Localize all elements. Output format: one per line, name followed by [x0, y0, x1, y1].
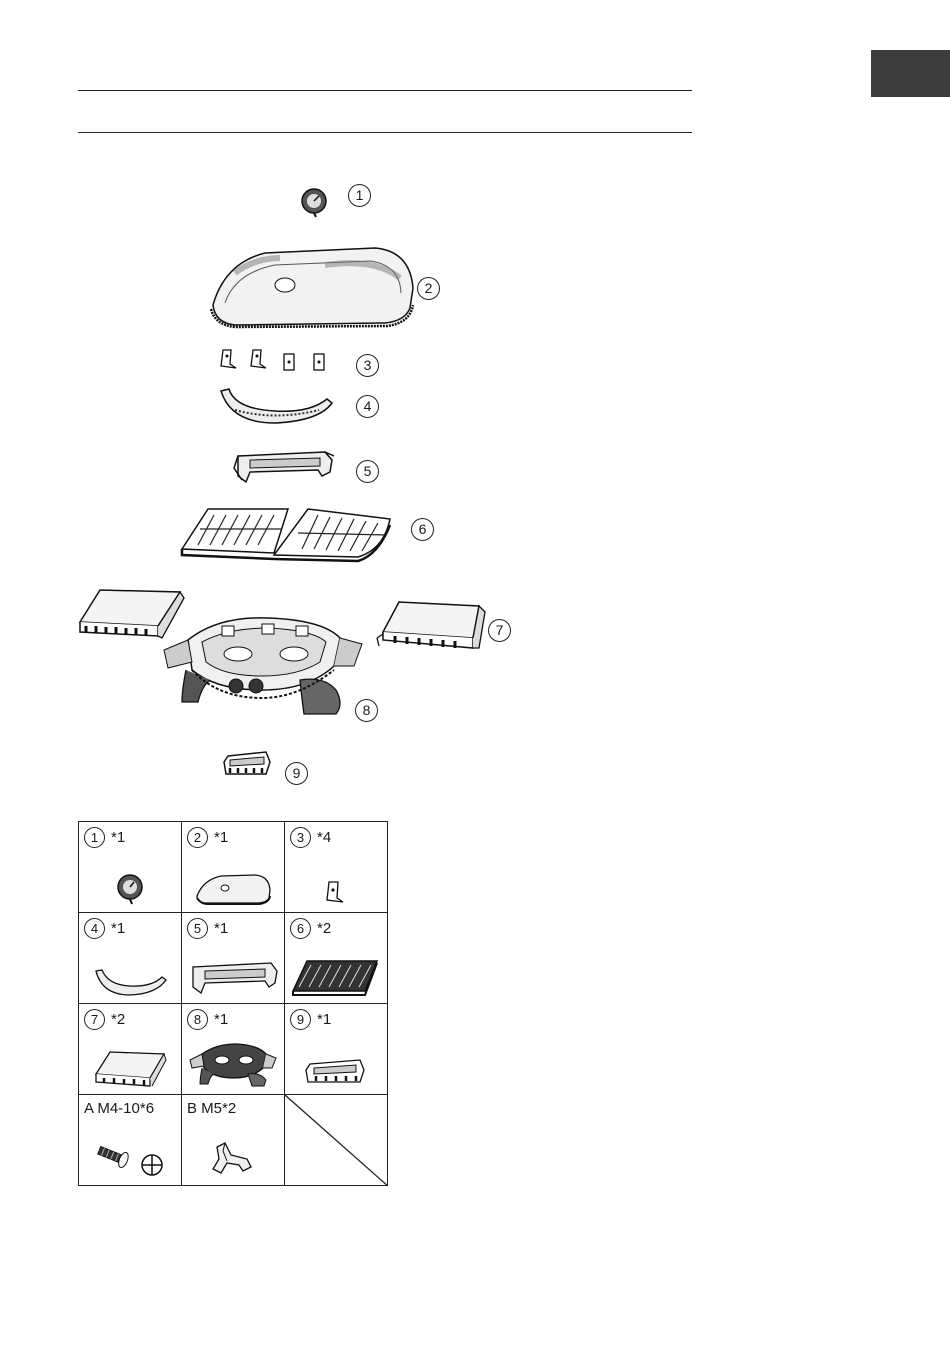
header-rule-top: [78, 90, 692, 91]
callout-6: 6: [411, 518, 434, 541]
callout-1: 1: [348, 184, 371, 207]
grate-icon: [289, 957, 383, 997]
burner-frame-drawing: [230, 446, 338, 490]
part-number: 7: [84, 1009, 105, 1030]
side-table-right-drawing: [375, 598, 490, 654]
header-rule-bottom: [78, 132, 692, 133]
parts-cell: 9 *1: [285, 1004, 388, 1095]
hardware-cell: A M4-10*6: [79, 1095, 182, 1186]
parts-cell: 7 *2: [79, 1004, 182, 1095]
part-quantity: *1: [111, 920, 125, 937]
part-number: 8: [187, 1009, 208, 1030]
bracket-icon: [203, 1139, 263, 1179]
lid-icon: [193, 872, 273, 906]
hardware-cell: B M5*2: [182, 1095, 285, 1186]
part-number: 9: [290, 1009, 311, 1030]
part-quantity: *1: [214, 1011, 228, 1028]
part-number: 3: [290, 827, 311, 848]
parts-cell: 8 *1: [182, 1004, 285, 1095]
language-tab: [871, 50, 950, 97]
grease-tray-icon: [304, 1056, 368, 1088]
callout-5: 5: [356, 460, 379, 483]
grill-base-drawing: [158, 610, 368, 720]
callout-4: 4: [356, 395, 379, 418]
parts-cell: 3 *4: [285, 822, 388, 913]
part-quantity: *1: [317, 1011, 331, 1028]
handle-drawing: [215, 385, 335, 427]
parts-list-table: 1 *1 2 *1 3 *4 4 *1 5 *1 6 *2 7 *2: [78, 821, 388, 1186]
parts-cell: 1 *1: [79, 822, 182, 913]
clips-drawing: [218, 346, 333, 374]
part-quantity: *2: [317, 920, 331, 937]
screw-icon: [90, 1139, 170, 1179]
callout-2: 2: [417, 277, 440, 300]
part-quantity: *1: [111, 829, 125, 846]
callout-9: 9: [285, 762, 308, 785]
hardware-label: B M5*2: [187, 1100, 236, 1117]
part-number: 4: [84, 918, 105, 939]
part-number: 2: [187, 827, 208, 848]
part-number: 1: [84, 827, 105, 848]
callout-8: 8: [355, 699, 378, 722]
part-quantity: *1: [214, 829, 228, 846]
part-quantity: *1: [214, 920, 228, 937]
hardware-label: A M4-10*6: [84, 1100, 154, 1117]
grill-base-icon: [188, 1040, 278, 1088]
clip-icon: [321, 876, 351, 906]
parts-cell: 5 *1: [182, 913, 285, 1004]
thermometer-icon: [110, 872, 150, 906]
callout-3: 3: [356, 354, 379, 377]
grease-tray-drawing: [222, 748, 274, 780]
handle-icon: [90, 967, 170, 997]
part-quantity: *4: [317, 829, 331, 846]
side-table-icon: [92, 1048, 168, 1088]
part-number: 6: [290, 918, 311, 939]
empty-cell: [285, 1095, 388, 1186]
grates-drawing: [178, 505, 393, 563]
part-number: 5: [187, 918, 208, 939]
parts-cell: 2 *1: [182, 822, 285, 913]
part-quantity: *2: [111, 1011, 125, 1028]
callout-7: 7: [488, 619, 511, 642]
lid-drawing: [205, 243, 420, 333]
thermometer-drawing: [298, 186, 332, 218]
diagonal-line: [285, 1095, 387, 1185]
parts-cell: 4 *1: [79, 913, 182, 1004]
parts-cell: 6 *2: [285, 913, 388, 1004]
burner-frame-icon: [185, 957, 281, 997]
